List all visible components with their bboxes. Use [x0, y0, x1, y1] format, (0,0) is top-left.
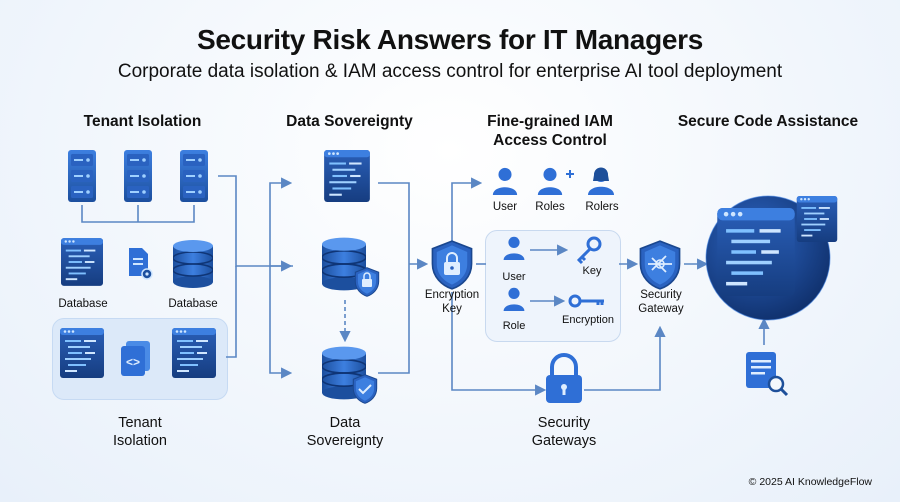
- server-icon: [180, 150, 208, 202]
- shield-check-icon: [352, 374, 378, 404]
- encryption-key-label: Encryption Key: [424, 289, 480, 315]
- database-icon: [173, 240, 213, 288]
- server-icon: [124, 150, 152, 202]
- inner-role-label: Role: [502, 320, 526, 332]
- server-icon: [68, 150, 96, 202]
- code-screen-icon: [324, 150, 370, 202]
- shield-lock-icon: [354, 267, 380, 297]
- data-sovereignty-label: Data Sovereignty: [306, 415, 384, 449]
- heading-data-sovereignty: Data Sovereignty: [286, 113, 413, 130]
- heading-tenant-isolation: Tenant Isolation: [83, 113, 202, 130]
- page-subtitle: Corporate data isolation & IAM access co…: [117, 61, 783, 82]
- security-gateway-icon: [639, 240, 681, 290]
- security-gateway-label: Security Gateway: [638, 289, 684, 315]
- roles-add-icon: [537, 167, 574, 195]
- encryption-key-icon: [568, 294, 604, 308]
- tenant-isolation-label: Tenant Isolation: [112, 415, 167, 449]
- roles-label: Roles: [535, 201, 565, 213]
- document-search-icon: [746, 352, 789, 397]
- code-file-icon: <>: [121, 341, 150, 376]
- role-icon: [503, 287, 525, 311]
- database-label-right: Database: [168, 298, 218, 310]
- users-label: User: [492, 201, 518, 213]
- rolers-label: Rolers: [585, 201, 619, 213]
- code-screen-icon: [60, 328, 104, 378]
- svg-text:<>: <>: [126, 355, 140, 369]
- user-icon: [503, 236, 525, 260]
- padlock-icon: [546, 353, 582, 403]
- inner-key-label: Key: [582, 265, 602, 277]
- code-globe-icon: [705, 195, 838, 321]
- inner-user-label: User: [502, 271, 526, 283]
- database-label-left: Database: [58, 298, 108, 310]
- copyright-footer: © 2025 AI KnowledgeFlow: [748, 476, 872, 488]
- inner-encryption-label: Encryption: [562, 314, 614, 326]
- code-screen-icon: [172, 328, 216, 378]
- page-title: Security Risk Answers for IT Managers: [196, 24, 704, 55]
- female-user-icon: [588, 167, 614, 195]
- heading-iam: Fine-grained IAM Access Control: [487, 113, 613, 149]
- heading-secure-code: Secure Code Assistance: [677, 113, 859, 130]
- user-icon: [492, 167, 518, 195]
- key-icon: [576, 236, 602, 265]
- code-screen-icon: [61, 238, 103, 286]
- security-gateways-label: Security Gateways: [531, 415, 597, 449]
- encryption-shield-icon: [431, 240, 473, 290]
- config-document-icon: [129, 248, 153, 280]
